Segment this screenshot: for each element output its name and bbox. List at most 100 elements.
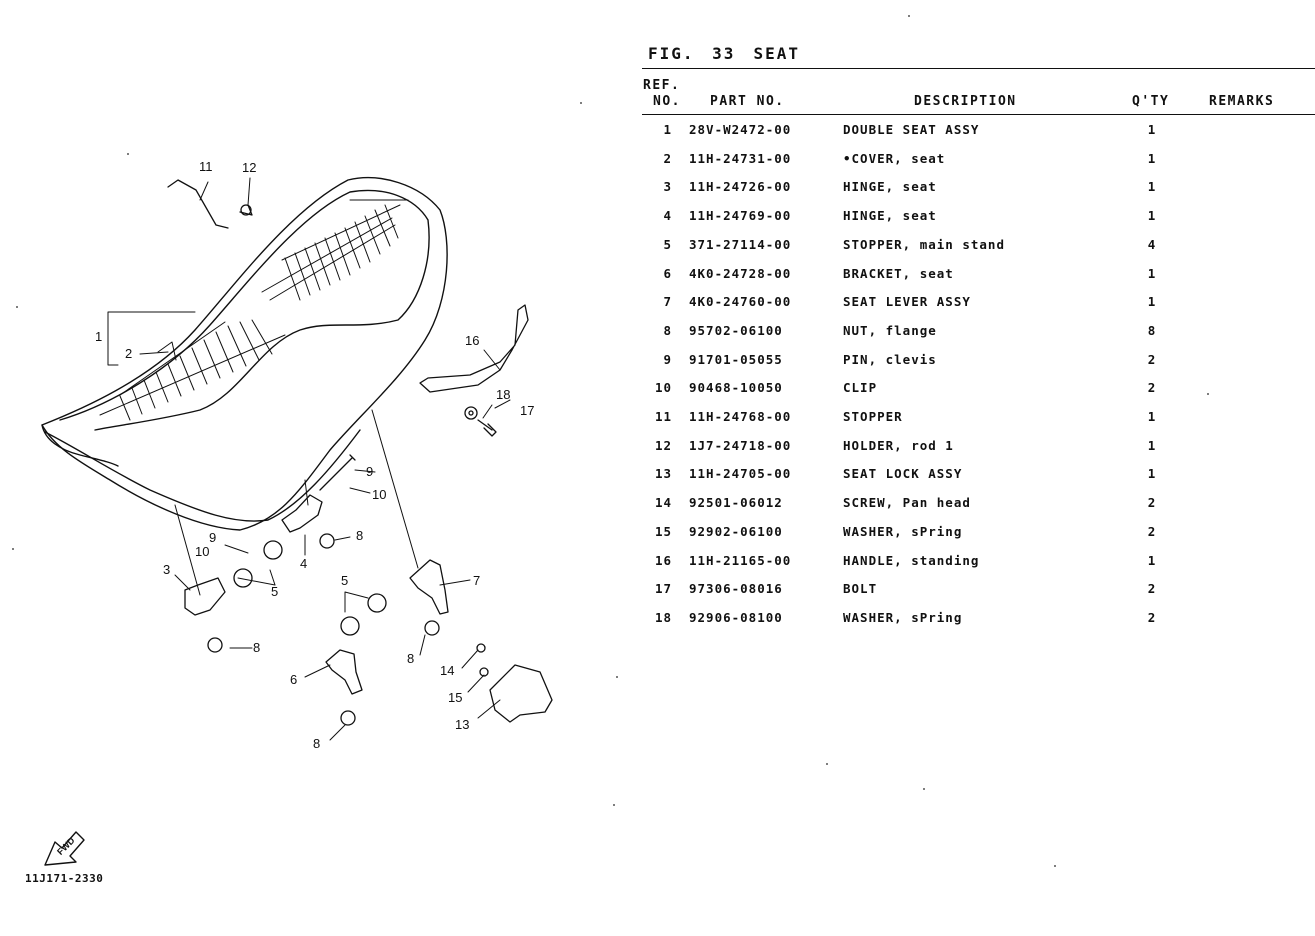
table-row: 1 28V-W2472-00 DOUBLE SEAT ASSY 1	[0, 122, 1315, 142]
callout-12: 12	[242, 160, 257, 175]
front-pad-ribs	[99, 319, 286, 421]
clevis-pin-9	[319, 454, 356, 491]
standing-handle	[419, 304, 529, 393]
callout-5b: 5	[341, 573, 349, 588]
qty-cell: 1	[1147, 466, 1157, 481]
callout-7: 7	[473, 573, 481, 588]
stopper-rod	[167, 179, 229, 229]
callout-18: 18	[496, 387, 511, 402]
qty-cell: 1	[1147, 122, 1157, 137]
scan-speck	[127, 153, 129, 155]
ref-cell: 16	[654, 553, 672, 568]
ref-cell: 12	[654, 438, 672, 453]
description-cell: NUT, flange	[843, 323, 937, 338]
part-number-cell: 92906-08100	[689, 610, 783, 625]
qty-cell: 1	[1147, 438, 1157, 453]
callout-14: 14	[440, 663, 455, 678]
ref-cell: 2	[663, 151, 672, 166]
part-number-cell: 90468-10050	[689, 380, 783, 395]
scan-speck	[12, 548, 14, 550]
hinge-3	[184, 577, 226, 616]
part-number-cell: 91701-05055	[689, 352, 783, 367]
callout-1: 1	[95, 329, 103, 344]
ref-cell: 15	[654, 524, 672, 539]
washer-18	[464, 406, 478, 420]
qty-cell: 1	[1147, 294, 1157, 309]
callout-9a: 9	[366, 464, 374, 479]
qty-cell: 1	[1147, 151, 1157, 166]
scan-speck	[580, 102, 582, 104]
ref-cell: 8	[663, 323, 672, 338]
qty-cell: 2	[1147, 380, 1157, 395]
rod-holder	[240, 204, 252, 216]
qty-cell: 1	[1147, 179, 1157, 194]
ref-cell: 3	[663, 179, 672, 194]
seat-bracket-6	[325, 649, 363, 695]
stopper-5b	[263, 540, 283, 560]
part-number-cell: 1J7-24718-00	[689, 438, 792, 453]
callout-8d: 8	[313, 736, 321, 751]
table-row: 10 90468-10050 CLIP 2	[0, 380, 1315, 400]
description-cell: SCREW, Pan head	[843, 495, 971, 510]
description-cell: CLIP	[843, 380, 878, 395]
qty-cell: 2	[1147, 352, 1157, 367]
qty-cell: 1	[1147, 208, 1157, 223]
ref-cell: 18	[654, 610, 672, 625]
table-row: 18 92906-08100 WASHER, sPring 2	[0, 610, 1315, 630]
part-number-cell: 371-27114-00	[689, 237, 792, 252]
ref-cell: 11	[654, 409, 672, 424]
qty-cell: 1	[1147, 553, 1157, 568]
callout-3: 3	[163, 562, 171, 577]
ref-cell: 1	[663, 122, 672, 137]
qty-cell: 2	[1147, 610, 1157, 625]
callout-8b: 8	[356, 528, 364, 543]
part-number-cell: 4K0-24728-00	[689, 266, 792, 281]
nut-8b	[319, 533, 335, 549]
description-cell: SEAT LOCK ASSY	[843, 466, 963, 481]
description-cell: DOUBLE SEAT ASSY	[843, 122, 980, 137]
description-cell: STOPPER, main stand	[843, 237, 1005, 252]
seat-lever-7	[409, 559, 449, 615]
stopper-5d	[367, 593, 387, 613]
part-number-cell: 28V-W2472-00	[689, 122, 792, 137]
ref-cell: 10	[654, 380, 672, 395]
ref-cell: 6	[663, 266, 672, 281]
ref-cell: 4	[663, 208, 672, 223]
ref-cell: 17	[654, 581, 672, 596]
ref-cell: 14	[654, 495, 672, 510]
callout-15: 15	[448, 690, 463, 705]
callout-4: 4	[300, 556, 308, 571]
part-number-cell: 92501-06012	[689, 495, 783, 510]
ref-cell: 5	[663, 237, 672, 252]
callout-8a: 8	[253, 640, 261, 655]
description-cell: HINGE, seat	[843, 179, 937, 194]
part-number-cell: 11H-24726-00	[689, 179, 792, 194]
drawing-code: 11J171-2330	[25, 872, 104, 885]
header-ref-line2: NO.	[653, 94, 681, 109]
scan-speck	[1054, 865, 1056, 867]
nut-8d	[340, 710, 356, 726]
scan-speck	[826, 763, 828, 765]
callout-6: 6	[290, 672, 298, 687]
callout-10b: 10	[195, 544, 210, 559]
qty-cell: 8	[1147, 323, 1157, 338]
stopper-5c	[340, 616, 360, 636]
callout-16: 16	[465, 333, 480, 348]
table-row: 3 11H-24726-00 HINGE, seat 1	[0, 179, 1315, 199]
description-cell: WASHER, sPring	[843, 610, 963, 625]
callout-8c: 8	[407, 651, 415, 666]
description-cell: WASHER, sPring	[843, 524, 963, 539]
description-cell: PIN, clevis	[843, 352, 937, 367]
